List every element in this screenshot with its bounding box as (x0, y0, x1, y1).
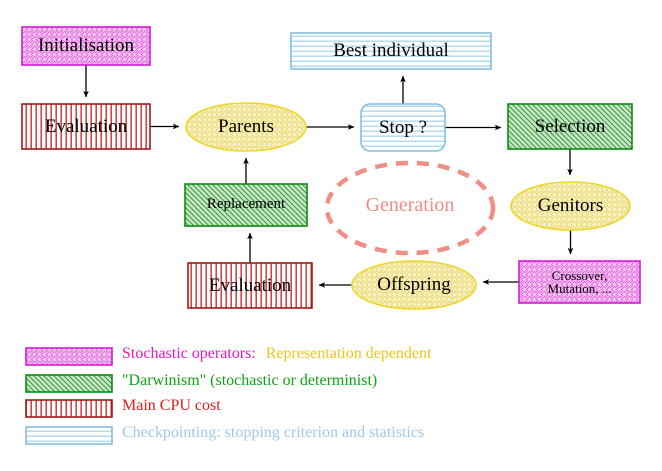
legend-text2-stochastic-operators: Representation dependent (265, 345, 432, 362)
legend-row-darwinism: "Darwinism" (stochastic or determinist) (122, 372, 377, 390)
legend-swatches-group (25, 347, 113, 445)
legend-row-main-cpu-cost: Main CPU cost (122, 397, 221, 415)
node-genitors (510, 181, 631, 231)
nodes-group (21, 26, 641, 310)
legend-text-checkpointing: Checkpointing: stopping criterion and st… (122, 424, 425, 441)
generation-label: Generation (365, 194, 455, 216)
generation-ellipse-group (324, 160, 496, 256)
legend-text-stochastic-operators: Stochastic operators: (122, 345, 256, 362)
node-replacement (184, 183, 308, 227)
legend-text-darwinism: "Darwinism" (stochastic or determinist) (122, 372, 378, 389)
legend-swatch-darwinism (25, 374, 113, 393)
node-crossover (518, 260, 641, 304)
node-stop (360, 103, 446, 152)
legend-text-main-cpu-cost: Main CPU cost (122, 397, 221, 414)
node-selection (507, 103, 633, 150)
node-evaluation-bot (187, 262, 313, 309)
legend-row-stochastic-operators: Stochastic operators: Representation depe… (122, 345, 431, 363)
node-evaluation-top (21, 103, 151, 150)
legend-swatch-stochastic-operators (25, 347, 113, 366)
node-parents (185, 102, 307, 152)
legend-row-checkpointing: Checkpointing: stopping criterion and st… (122, 424, 424, 442)
node-best-individual (290, 32, 492, 70)
legend-swatch-checkpointing (25, 426, 113, 445)
generation-ellipse (324, 160, 496, 256)
legend-swatch-main-cpu-cost (25, 399, 113, 418)
node-initialisation (21, 26, 151, 66)
edges-group (83, 65, 574, 288)
node-offspring (351, 260, 477, 310)
